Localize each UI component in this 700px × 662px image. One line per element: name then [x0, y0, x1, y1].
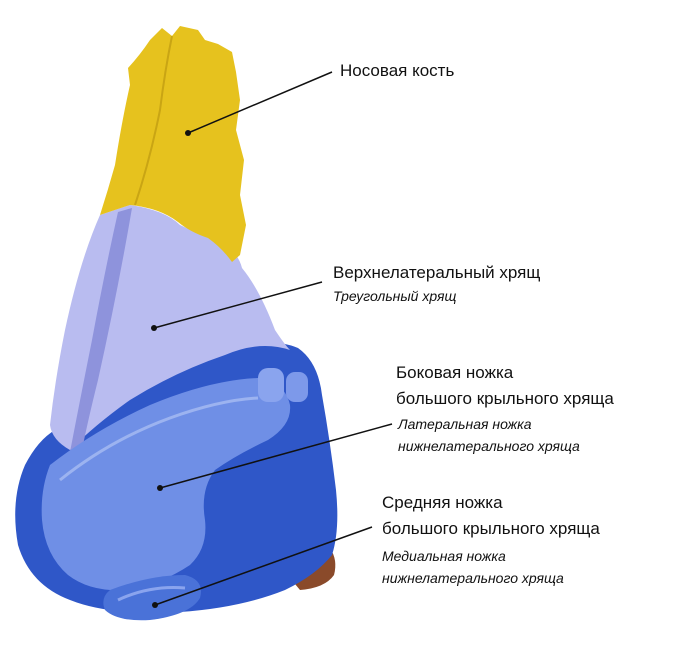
leader-nasal-bone: [187, 71, 333, 134]
label-medial-crus-line2: большого крыльного хряща: [382, 519, 600, 538]
label-nasal-bone: Носовая кость: [340, 61, 455, 80]
leader-dot-lateral-crus: [157, 485, 163, 491]
label-upper-lateral-cartilage: Верхнелатеральный хрящ: [333, 263, 541, 282]
leader-medial-crus: [154, 526, 373, 606]
leader-dot-nasal-bone: [185, 130, 191, 136]
leader-dot-upper-lateral: [151, 325, 157, 331]
leader-lateral-crus: [159, 423, 393, 489]
label-lateral-crus-line1: Боковая ножка: [396, 363, 514, 382]
septal-strip: [70, 208, 132, 452]
lateral-crus: [41, 378, 291, 591]
label-lateral-crus-sub-line2: нижнелатерального хряща: [398, 438, 580, 454]
label-lateral-crus-sub-line1: Латеральная ножка: [398, 416, 532, 432]
label-medial-crus-line1: Средняя ножка: [382, 493, 503, 512]
medial-crus-highlight: [117, 586, 186, 602]
label-medial-crus-sub-line1: Медиальная ножка: [382, 548, 506, 564]
leader-upper-lateral: [153, 281, 323, 329]
leader-dot-medial-crus: [152, 602, 158, 608]
label-lateral-crus-line2: большого крыльного хряща: [396, 389, 614, 408]
label-triangular-cartilage: Треугольный хрящ: [333, 288, 457, 304]
sesamoid-cartilage-2: [286, 372, 308, 402]
label-medial-crus-sub-line2: нижнелатерального хряща: [382, 570, 564, 586]
lateral-crus-highlight: [59, 396, 259, 482]
sesamoid-cartilage-1: [258, 368, 284, 402]
nasal-bone-suture: [134, 35, 173, 206]
